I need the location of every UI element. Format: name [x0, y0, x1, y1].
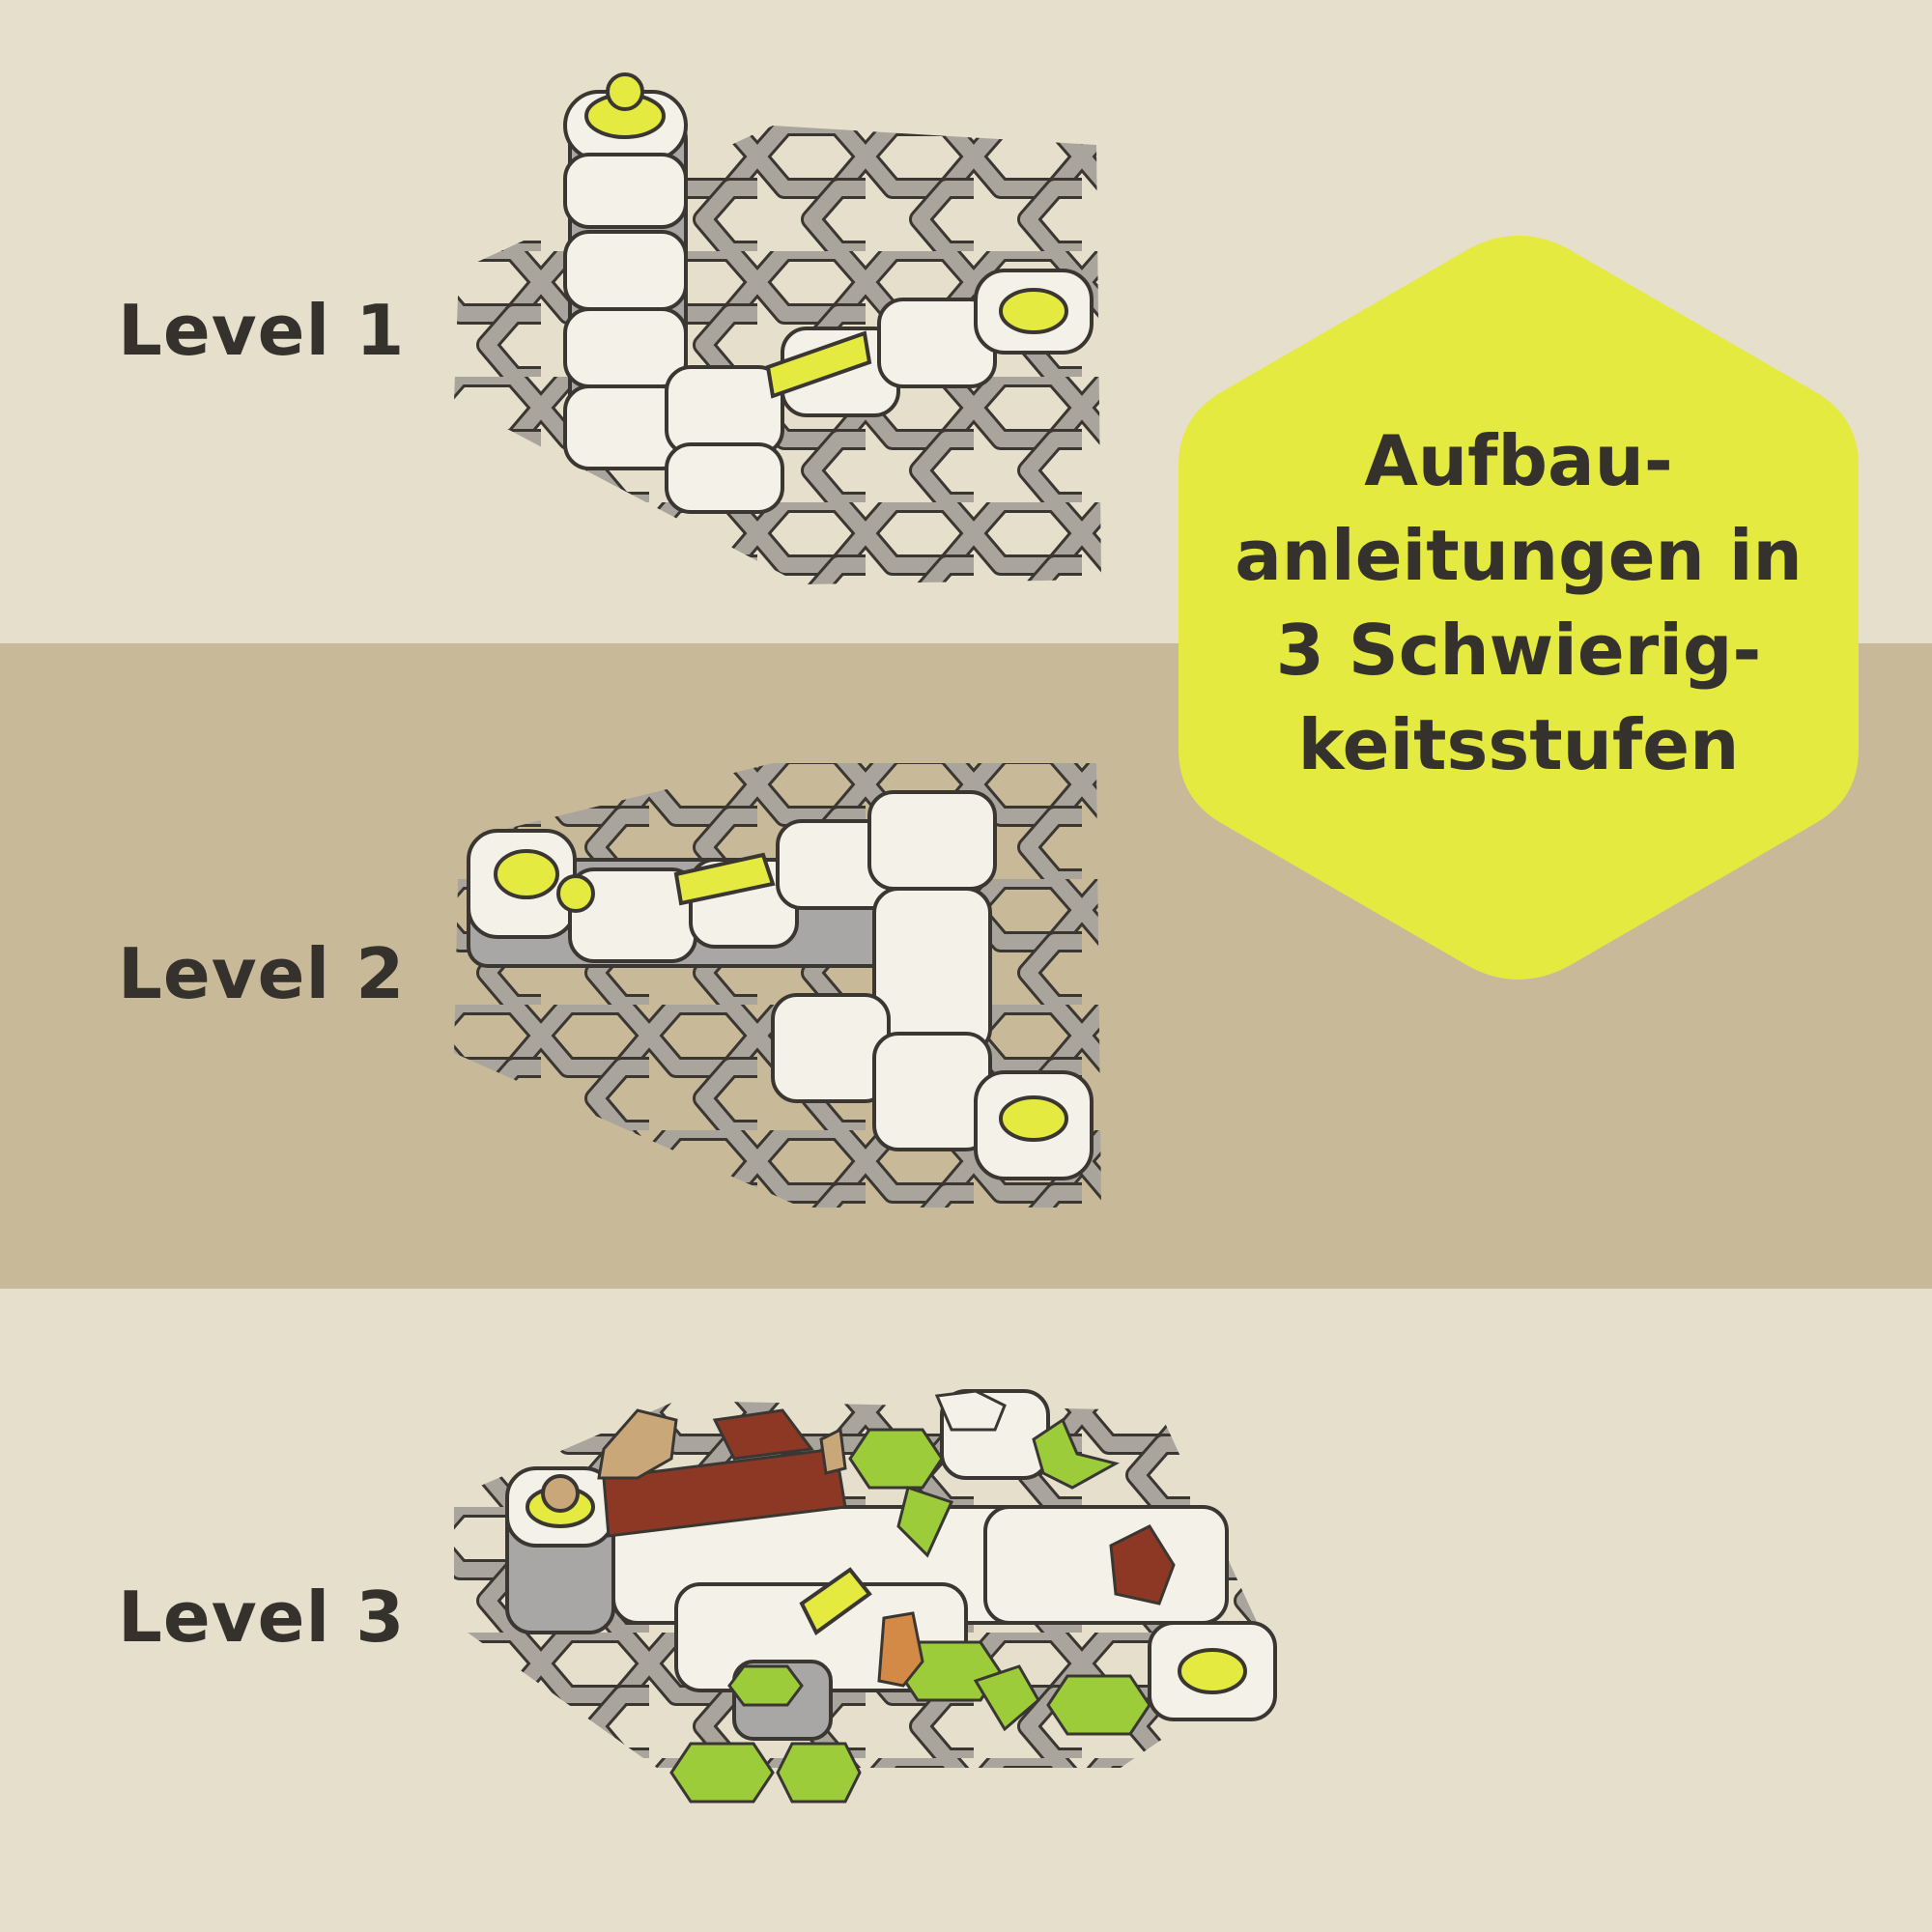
level-3-tree-log — [602, 1408, 1176, 1605]
level-3-foliage-tiles — [669, 1417, 1151, 1804]
level-1-label: Level 1 — [118, 290, 406, 371]
level-3-track — [505, 1389, 1277, 1741]
level-1-start-marble — [584, 72, 666, 139]
badge-line-2: anleitungen in — [1235, 515, 1803, 596]
level-1-track — [563, 90, 1094, 514]
badge-text: Aufbau- anleitungen in 3 Schwierig- keit… — [1179, 413, 1859, 792]
hexagon-badge-shape — [1179, 236, 1859, 980]
badge-line-1: Aufbau- — [1364, 420, 1673, 501]
badge-line-4: keitsstufen — [1297, 704, 1740, 785]
difficulty-badge: Aufbau- anleitungen in 3 Schwierig- keit… — [1179, 230, 1859, 985]
level-2-label: Level 2 — [118, 933, 406, 1014]
level-3-animal-figures — [597, 1389, 1007, 1688]
level-3-label: Level 3 — [118, 1577, 406, 1658]
level-2-track — [467, 790, 1094, 1180]
badge-line-3: 3 Schwierig- — [1275, 610, 1762, 691]
